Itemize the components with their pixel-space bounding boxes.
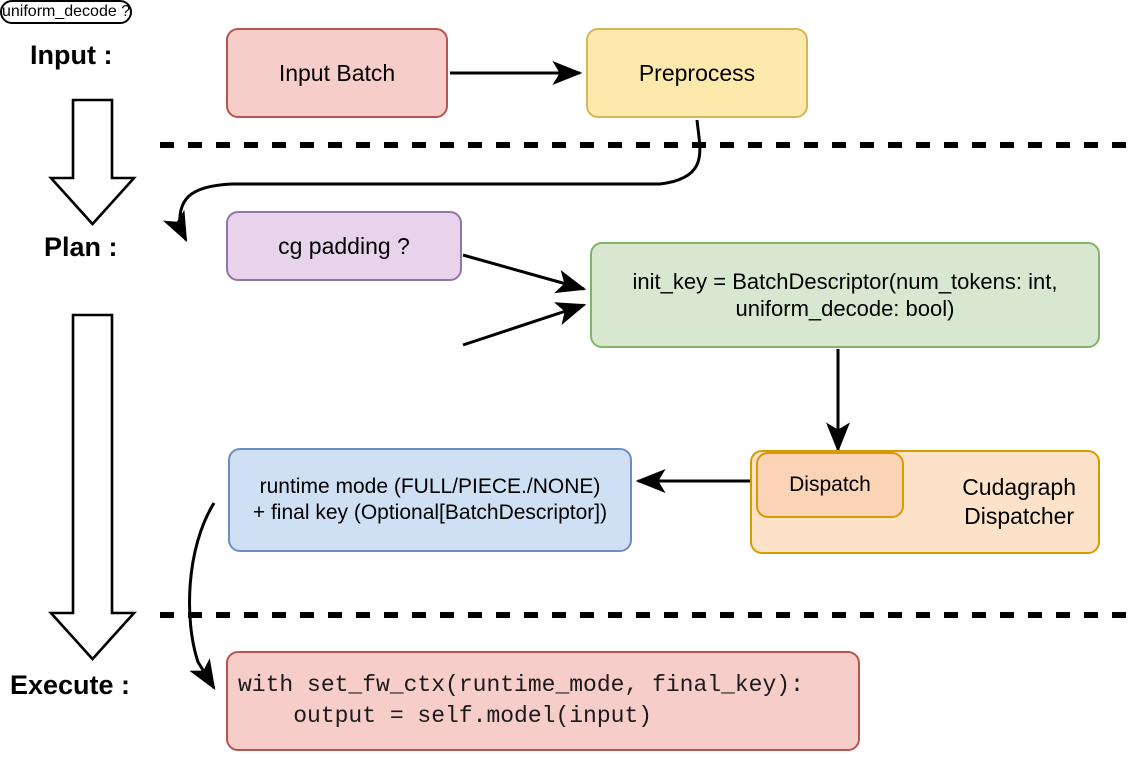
node-dispatch[interactable]: Dispatch xyxy=(756,452,904,518)
node-code-block[interactable]: with set_fw_ctx(runtime_mode, final_key)… xyxy=(226,651,860,751)
node-uniform-decode[interactable]: uniform_decode ? xyxy=(0,0,133,24)
node-init-key[interactable]: init_key = BatchDescriptor(num_tokens: i… xyxy=(590,242,1100,348)
node-runtime-mode[interactable]: runtime mode (FULL/PIECE./NONE) + final … xyxy=(228,448,632,552)
stage-label-plan: Plan : xyxy=(44,232,118,262)
plan-to-execute-block-arrow xyxy=(48,313,137,661)
edge-uniform-decode-to-init-key xyxy=(462,302,587,347)
node-preprocess[interactable]: Preprocess xyxy=(586,28,808,118)
stage-label-execute: Execute : xyxy=(10,670,131,700)
input-to-plan-block-arrow xyxy=(48,98,137,226)
edge-cg-padding-to-init-key xyxy=(462,253,587,294)
stage-label-input: Input : xyxy=(30,40,113,70)
edge-runtime-mode-to-code-block xyxy=(188,502,216,691)
node-input-batch[interactable]: Input Batch xyxy=(226,28,448,118)
node-cg-padding[interactable]: cg padding ? xyxy=(226,211,462,281)
